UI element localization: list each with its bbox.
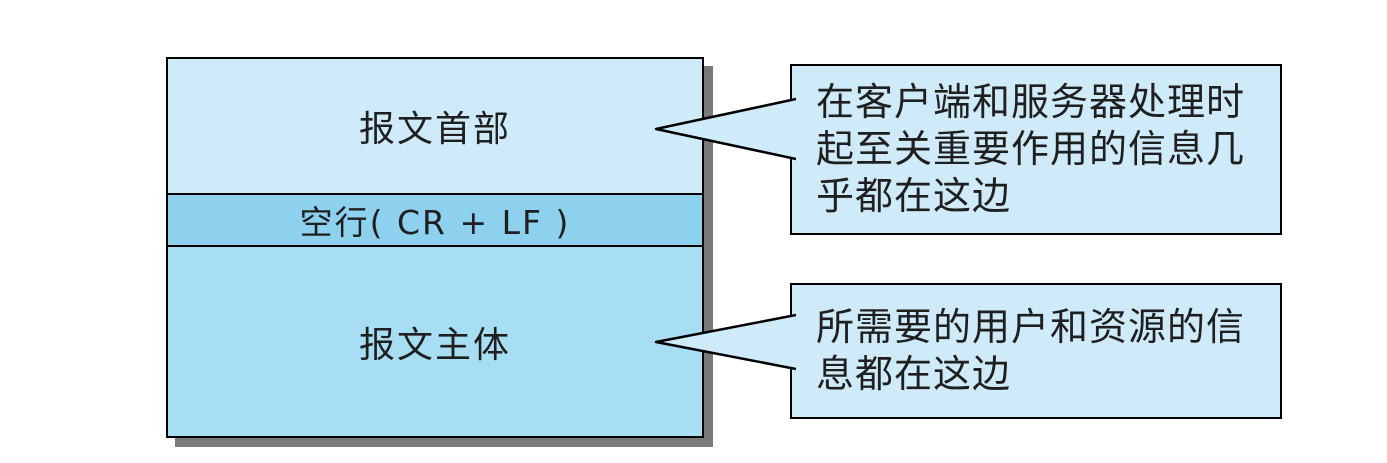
message-header-section: 报文首部 [168,59,702,193]
header-callout-pointer-icon [654,97,796,161]
header-callout: 在客户端和服务器处理时起至关重要作用的信息几乎都在这边 [790,64,1282,235]
body-callout-text: 所需要的用户和资源的信息都在这边 [816,305,1246,396]
message-header-label: 报文首部 [358,109,511,150]
message-body-label: 报文主体 [358,324,511,366]
blank-line-label: 空行( CR + LF ) [299,203,571,242]
http-message-box: 报文首部 空行( CR + LF ) 报文主体 [166,57,704,438]
blank-line-section: 空行( CR + LF ) [168,193,702,247]
message-body-section: 报文主体 [168,247,702,436]
body-callout-pointer-icon [654,313,796,371]
header-callout-text: 在客户端和服务器处理时起至关重要作用的信息几乎都在这边 [816,80,1246,218]
body-callout: 所需要的用户和资源的信息都在这边 [790,283,1282,419]
